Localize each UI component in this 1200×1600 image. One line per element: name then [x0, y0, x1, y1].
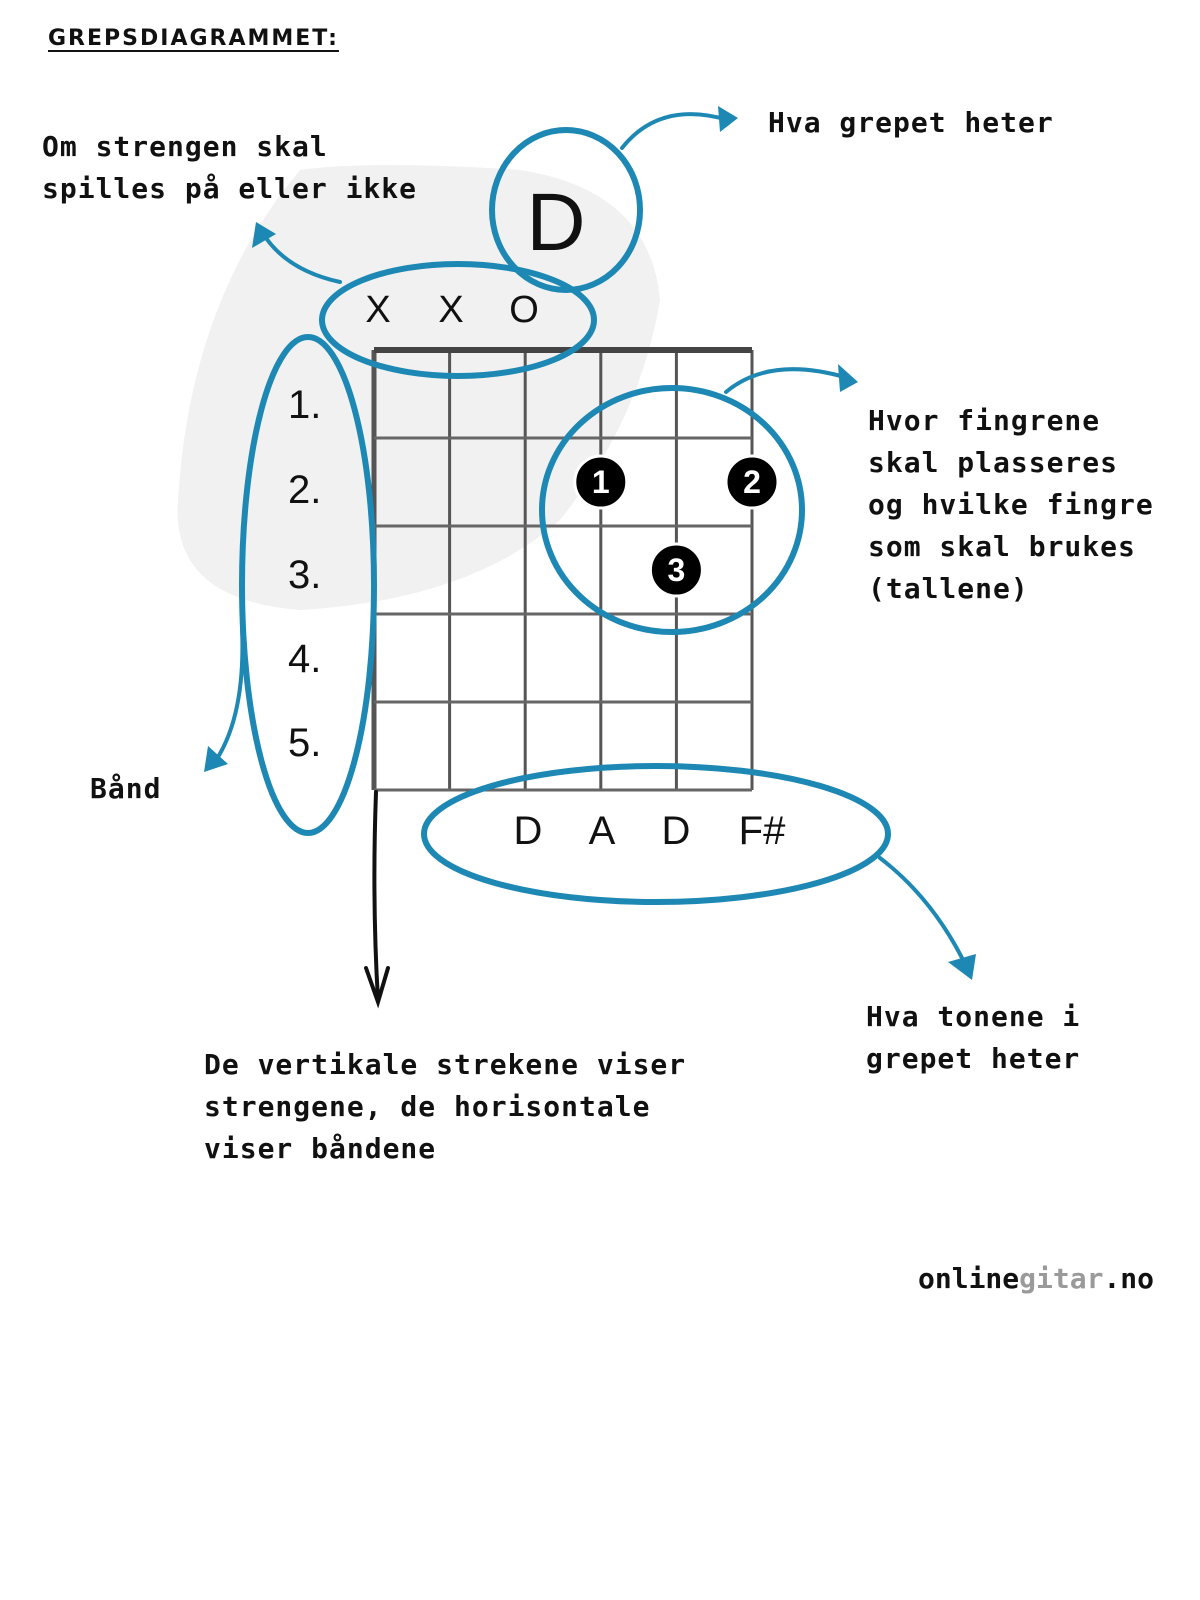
string-marker: X [365, 289, 390, 331]
open-muted-ellipse [319, 261, 597, 379]
brand-logo: onlinegitar.no [918, 1262, 1154, 1295]
note-name: D [662, 809, 691, 853]
arrow-chord-name [620, 112, 730, 150]
finger-dot [648, 542, 704, 598]
fret-number: 4. [288, 637, 321, 681]
fret-number: 1. [288, 383, 321, 427]
finger-dots-circle [539, 385, 805, 635]
note-name: D [514, 809, 543, 853]
arrowhead-frets [204, 746, 228, 772]
brand-part-1: online [918, 1262, 1020, 1295]
annotation-notes: Hva tonene i grepet heter [866, 1000, 1081, 1075]
string-marker: X [438, 289, 463, 331]
arrow-frets [210, 626, 245, 768]
annotation-lines: De vertikale strekene viser strengene, d… [204, 1048, 687, 1165]
arrowhead-open-muted [252, 222, 276, 248]
note-name: A [589, 809, 616, 853]
chord-name: D [526, 177, 585, 268]
annotation-fingers: Hvor fingrene skal plasseres og hvilke f… [868, 404, 1154, 605]
finger-number: 2 [743, 464, 761, 500]
arrowhead-chord-name [718, 106, 738, 132]
finger-dots: 1 2 3 [573, 454, 780, 598]
brand-part-3: .no [1103, 1262, 1155, 1295]
fret-number: 2. [288, 468, 321, 512]
page-title: GREPSDIAGRAMMET: [48, 26, 339, 51]
note-name: F# [739, 809, 786, 853]
string-marker: O [509, 289, 539, 331]
chord-name-circle [489, 127, 643, 293]
annotation-frets: Bånd [90, 772, 162, 805]
arrow-lines [372, 790, 380, 1002]
annotation-chord-name: Hva grepet heter [768, 106, 1054, 139]
fret-numbers-ellipse [239, 334, 377, 836]
arrow-fingers [724, 367, 850, 394]
arrowhead-fingers [838, 364, 858, 392]
pick-watermark [177, 165, 660, 610]
notes-ellipse [421, 763, 891, 905]
finger-number: 3 [668, 552, 686, 588]
fretboard-grid [371, 347, 754, 792]
annotation-open-muted: Om strengen skal spilles på eller ikke [42, 130, 418, 205]
finger-dot [573, 454, 629, 510]
arrowhead-notes [948, 954, 976, 980]
arrowhead-lines [364, 966, 390, 1009]
arrow-open-muted [260, 230, 342, 284]
fret-number: 3. [288, 553, 321, 597]
finger-number: 1 [592, 464, 610, 500]
brand-part-2: gitar [1019, 1262, 1104, 1295]
finger-dot [724, 454, 780, 510]
fret-number: 5. [288, 721, 321, 765]
arrow-notes [878, 856, 970, 972]
